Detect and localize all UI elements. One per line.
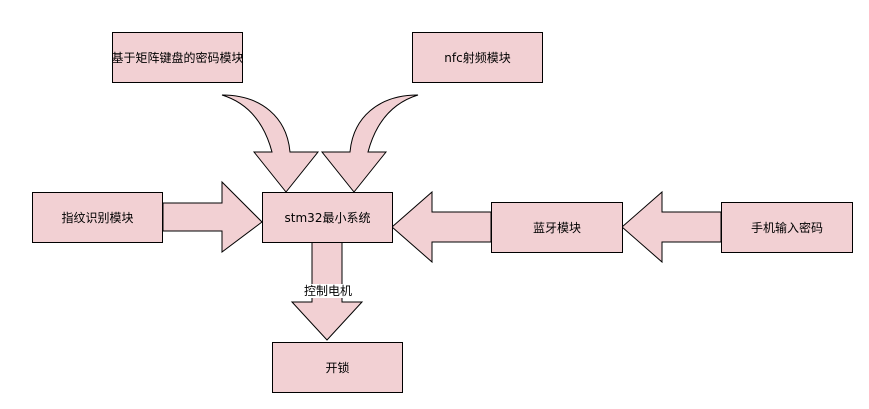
node-bluetooth-module: 蓝牙模块 bbox=[491, 202, 623, 253]
arrow-nfc-to-stm32 bbox=[320, 94, 419, 193]
arrow-phone-to-bluetooth bbox=[621, 190, 722, 264]
node-nfc-module: nfc射频模块 bbox=[412, 32, 543, 83]
arrow-keypad-to-stm32 bbox=[221, 94, 320, 193]
arrow-fingerprint-to-stm32 bbox=[162, 180, 263, 253]
node-phone-password-input: 手机输入密码 bbox=[721, 202, 853, 253]
edge-label-control-motor: 控制电机 bbox=[303, 284, 354, 298]
node-fingerprint-module: 指纹识别模块 bbox=[32, 192, 163, 243]
node-keypad-password-module: 基于矩阵键盘的密码模块 bbox=[112, 32, 244, 83]
node-stm32-system: stm32最小系统 bbox=[262, 192, 393, 243]
arrow-bluetooth-to-stm32 bbox=[391, 190, 492, 264]
node-unlock: 开锁 bbox=[272, 342, 403, 393]
